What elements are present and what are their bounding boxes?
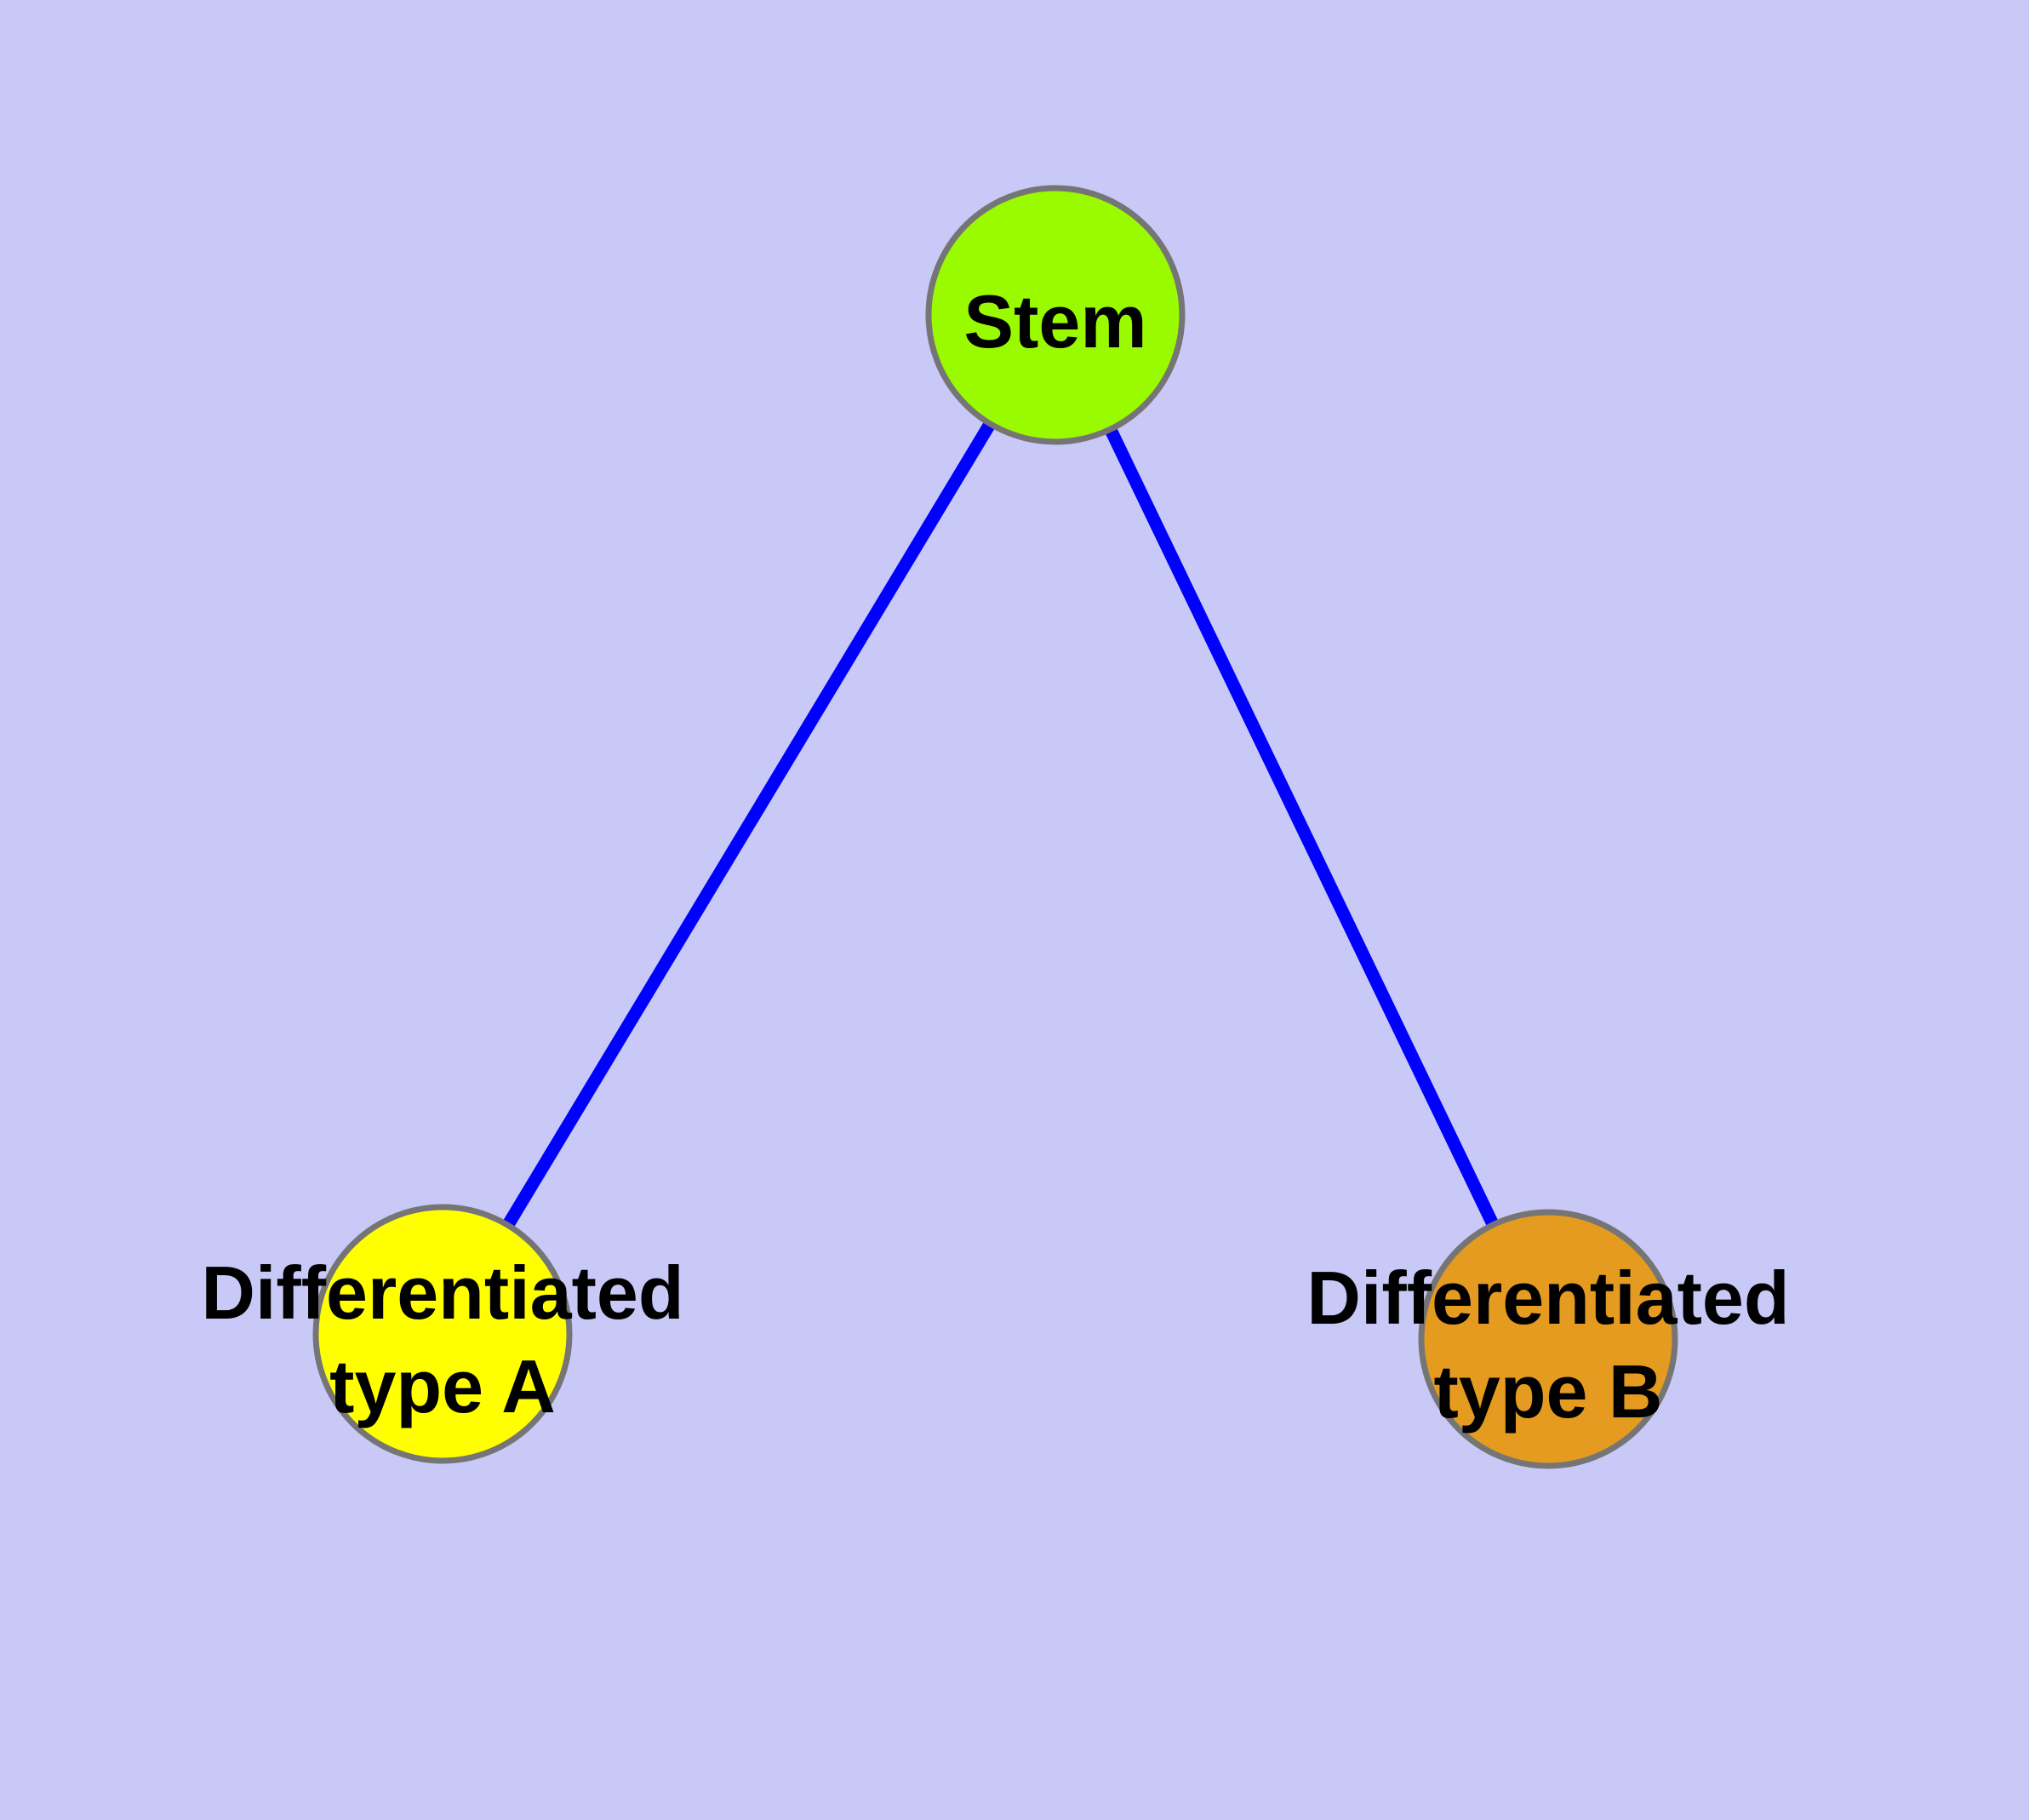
node-stem	[925, 185, 1186, 445]
node-stem-label: Stem	[963, 279, 1146, 363]
node-type-b-label-line1: Differentiated	[1306, 1256, 1789, 1340]
node-type-a-label-line1: Differentiated	[201, 1251, 683, 1335]
node-differentiated-type-b	[1418, 1209, 1678, 1469]
node-differentiated-type-a	[312, 1204, 573, 1464]
edge-stem-to-type-b	[1106, 428, 1498, 1226]
node-type-a-label-line2: type A	[329, 1344, 556, 1428]
edge-stem-to-type-a	[503, 422, 995, 1227]
node-type-b-label-line2: type B	[1434, 1349, 1663, 1434]
